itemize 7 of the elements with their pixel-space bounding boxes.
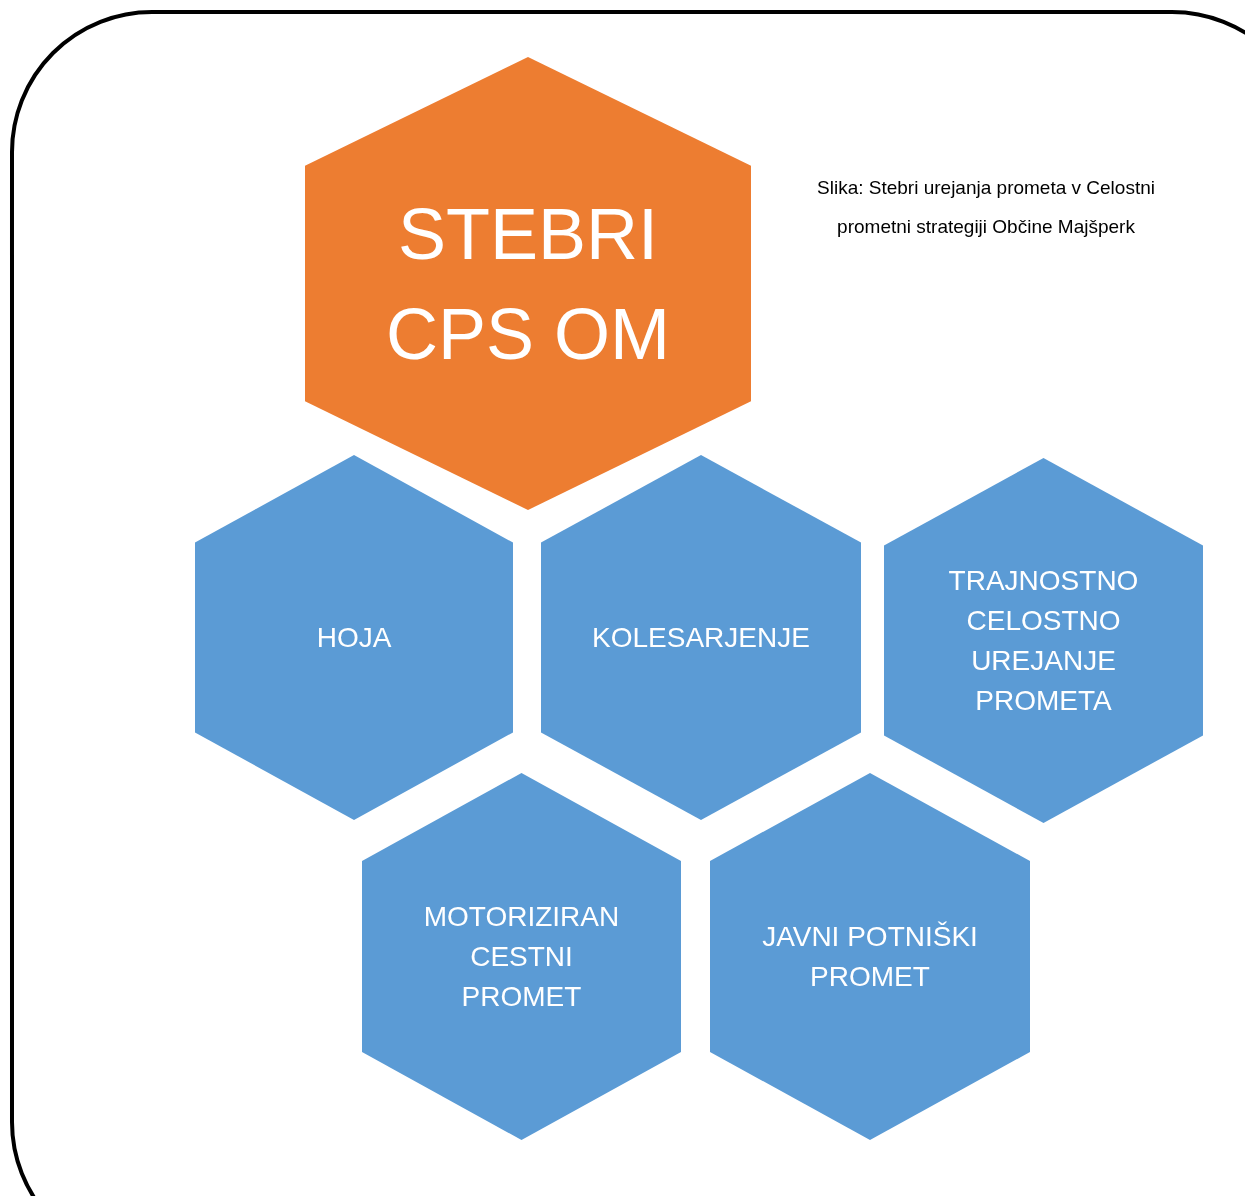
hexagon-label: KOLESARJENJE	[591, 620, 811, 655]
caption: Slika: Stebri urejanja prometa v Celostni prometni strategiji Občine Majšperk	[816, 176, 1156, 239]
hexagon-label: STEBRI CPS OM	[385, 192, 671, 376]
hexagon-label: TRAJNOSTNO CELOSTNO UREJANJE PROMETA	[947, 563, 1140, 718]
hexagon-label: MOTORIZIRAN CESTNI PROMET	[422, 899, 621, 1014]
hexagon-label: HOJA	[315, 620, 393, 655]
hexagon-label: JAVNI POTNIŠKI PROMET	[761, 919, 979, 994]
